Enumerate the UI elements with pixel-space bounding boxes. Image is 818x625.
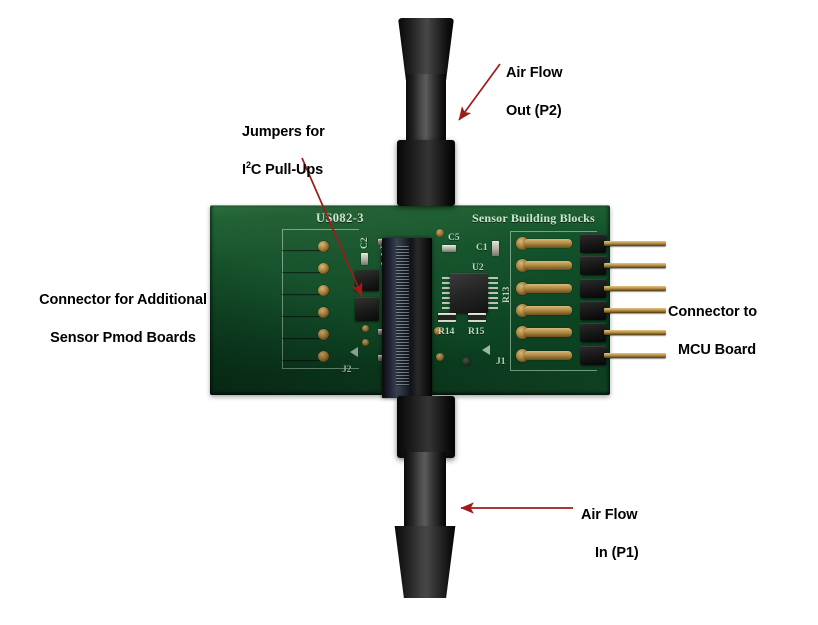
j1-pad [524, 261, 572, 270]
ic-legs-right [486, 277, 498, 309]
i2c-suffix: C Pull-Ups [250, 162, 324, 179]
label-line-2: MCU Board [678, 342, 757, 359]
designator-c1: C1 [476, 243, 488, 253]
j1-pad [524, 328, 572, 337]
j1-pad [524, 351, 572, 360]
air-inlet-barb-p1 [394, 526, 456, 598]
polarity-marker-j2 [350, 347, 358, 357]
designator-c2: C2 [360, 237, 370, 249]
solder-via [434, 327, 442, 335]
label-air-flow-in-p1: Air Flow In (P1) [581, 487, 639, 583]
tube-upper-housing [397, 140, 455, 206]
solder-via [318, 285, 329, 296]
solder-via [362, 325, 369, 332]
silkscreen-brand: Sensor Building Blocks [472, 211, 595, 225]
resistor-r15 [468, 313, 486, 322]
i2c-pullup-jumper[interactable] [355, 297, 379, 321]
label-line-1: Connector for Additional [39, 292, 207, 309]
designator-j2: J2 [342, 365, 352, 375]
solder-via [318, 263, 329, 274]
j1-header-body [580, 256, 606, 275]
j1-header-body [580, 323, 606, 342]
solder-via [436, 353, 444, 361]
label-line-2: Out (P2) [506, 103, 562, 120]
label-line-1: Air Flow [506, 65, 563, 82]
air-outlet-shaft [406, 74, 446, 144]
label-line-2: I2C Pull-Ups [242, 161, 325, 180]
air-inlet-shaft [404, 452, 446, 530]
designator-c5: C5 [448, 233, 460, 243]
i2c-prefix: I [242, 162, 246, 179]
designator-u2: U2 [472, 263, 484, 273]
capacitor-c5 [442, 245, 456, 252]
j1-pin [604, 308, 666, 313]
mounting-hole [462, 357, 471, 366]
solder-via [318, 351, 329, 362]
j1-pad [524, 239, 572, 248]
label-line-1: Jumpers for [242, 124, 325, 141]
solder-via [318, 241, 329, 252]
arrow-air-out [458, 63, 501, 121]
label-line-2: In (P1) [595, 545, 639, 562]
j1-header-body [580, 234, 606, 253]
i2c-pullup-jumper[interactable] [355, 269, 379, 291]
capacitor-c2 [361, 253, 368, 265]
label-connector-for-additional-sensor-pmod-boards: Connector for Additional Sensor Pmod Boa… [18, 272, 228, 368]
label-line-2: Sensor Pmod Boards [50, 330, 196, 347]
j1-header-body [580, 346, 606, 365]
label-jumpers-for-i2c-pullups: Jumpers for I2C Pull-Ups [242, 104, 325, 200]
solder-via [362, 339, 369, 346]
j1-pin [604, 330, 666, 335]
j1-header-body [580, 279, 606, 298]
designator-r15: R15 [468, 327, 485, 337]
solder-via [318, 329, 329, 340]
j1-pad [524, 306, 572, 315]
j1-pin [604, 286, 666, 291]
label-line-1: Air Flow [581, 507, 638, 524]
label-line-1: Connector to [668, 304, 758, 321]
label-connector-to-mcu-board: Connector to MCU Board [668, 284, 808, 380]
ic-u2 [450, 273, 488, 313]
silkscreen-part-number: US082-3 [316, 211, 364, 225]
designator-r13: R13 [502, 286, 512, 303]
designator-j1: J1 [496, 357, 506, 367]
air-outlet-barb-p2 [398, 18, 454, 80]
label-air-flow-out-p2: Air Flow Out (P2) [506, 45, 563, 141]
j1-pin [604, 241, 666, 246]
solder-via [436, 229, 444, 237]
i2c-superscript: 2 [245, 160, 251, 171]
solder-via [318, 307, 329, 318]
j1-pin [604, 263, 666, 268]
j1-pad [524, 284, 572, 293]
resistor-r14 [438, 313, 456, 322]
tube-lower-housing [397, 396, 455, 458]
j1-pin [604, 353, 666, 358]
capacitor-c1 [492, 241, 499, 256]
flow-sensor-body [382, 238, 432, 398]
polarity-marker-j1 [482, 345, 490, 355]
j1-header-body [580, 301, 606, 320]
